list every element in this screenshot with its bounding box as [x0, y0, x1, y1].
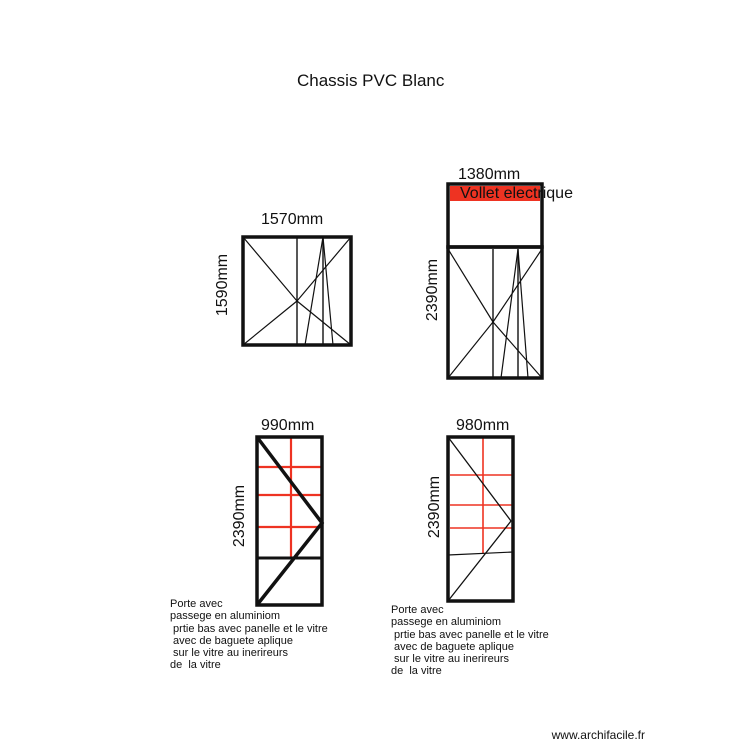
watermark: www.archifacile.fr: [551, 728, 645, 742]
door-1-opening: [255, 435, 325, 607]
door-980x2390[interactable]: [446, 435, 515, 603]
window-1-height-label: 1590mm: [214, 253, 232, 317]
window-2-width-label: 1380mm: [458, 166, 521, 183]
plan-title: Chassis PVC Blanc: [297, 71, 445, 90]
shutter-label: Vollet electrique: [460, 185, 573, 202]
door-1-height-label: 2390mm: [231, 484, 249, 548]
window-1570x1590[interactable]: [241, 235, 353, 347]
door-2-panel-rail: [447, 551, 514, 556]
door-1-note: Porte avec passege en aluminiom prtie ba…: [170, 598, 328, 672]
window-2-tilt: [500, 248, 529, 379]
window-1-opening-right: [296, 236, 352, 346]
door-1-frame: [255, 435, 324, 607]
window-2-frame: [446, 245, 544, 380]
door-1-width-label: 990mm: [261, 417, 315, 434]
window-1380x2390[interactable]: [446, 182, 544, 380]
door-2-note: Porte avec passege en aluminiom prtie ba…: [391, 604, 549, 678]
door-2-frame: [446, 435, 515, 603]
window-1-tilt: [304, 236, 334, 346]
door-1-glazing-bars: [257, 437, 322, 558]
window-2-height-label: 2390mm: [424, 258, 442, 322]
door-2-glazing-bars: [450, 437, 512, 553]
window-1-opening-left: [242, 236, 298, 346]
window-2-opening-right: [492, 248, 543, 379]
shutter-band: [450, 186, 540, 201]
door-2-height-label: 2390mm: [426, 475, 444, 539]
door-2-width-label: 980mm: [456, 417, 510, 434]
door-990x2390[interactable]: [255, 435, 325, 607]
window-2-opening-left: [447, 248, 494, 379]
window-1-width-label: 1570mm: [261, 211, 324, 228]
door-2-opening: [447, 436, 512, 602]
